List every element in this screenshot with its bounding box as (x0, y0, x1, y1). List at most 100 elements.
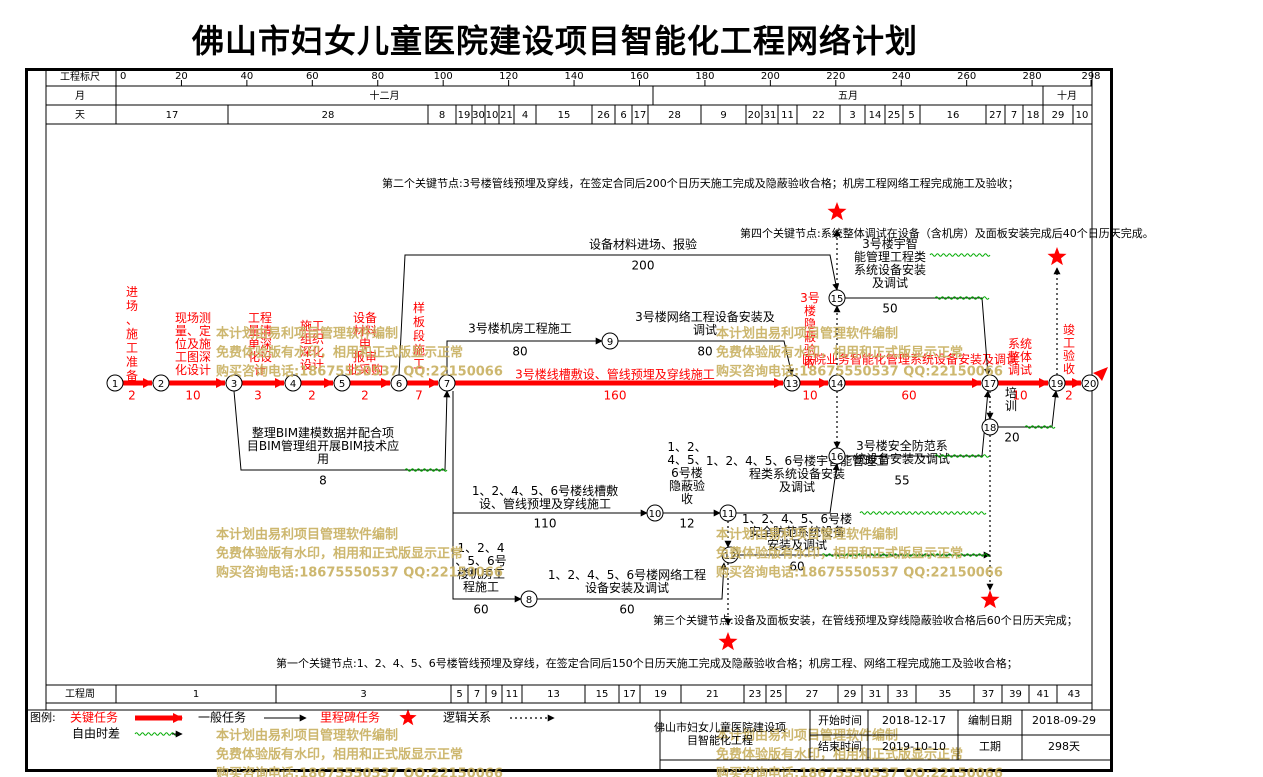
week-cell: 13 (547, 689, 560, 700)
legend-milestone-star (399, 709, 417, 726)
watermark-text: 购买咨询电话:18675550537 QQ:22150066 (216, 766, 503, 777)
char: 进 (126, 285, 138, 299)
day-cell: 27 (989, 110, 1002, 121)
day-cell: 14 (869, 110, 882, 121)
node-label-6: 6 (396, 379, 402, 390)
line: 统设备安装及调试 (854, 451, 950, 466)
milestone-text-2: 第二个关键节点:3号楼管线预埋及穿线，在签定合同后200个日历天施工完成及隐蔽验… (382, 176, 1019, 190)
task-label-t6-text: 样板段施工 (413, 300, 425, 371)
arrow-t16 (452, 513, 522, 603)
char: 施 (126, 327, 138, 341)
line: 量清 (248, 324, 272, 338)
arrow-t11 (233, 390, 451, 471)
watermark-text: 购买咨询电话:18675550537 QQ:22150066 (216, 364, 503, 380)
task-label-t13: 1、2、4、5、6号楼隐蔽验收 (667, 440, 706, 506)
node-label-17: 17 (984, 379, 997, 390)
arrow-t17 (537, 562, 728, 600)
line: 隐 (804, 317, 816, 331)
milestone-star-4 (1047, 247, 1067, 266)
duration-t1: 2 (128, 389, 136, 403)
watermark-text: 本计划由易利项目管理软件编制 (216, 527, 398, 543)
line: 训 (1005, 399, 1017, 413)
line: 申 (359, 337, 371, 351)
task-label-t20: 3号楼宇智能管理工程类系统设备安装及调试 (854, 236, 926, 290)
line: 及调试 (779, 479, 815, 494)
node-label-3: 3 (231, 379, 237, 390)
arrow-t20 (845, 297, 991, 376)
footer-end-value: 2019-10-10 (882, 740, 946, 753)
day-cell: 9 (720, 110, 726, 121)
task-label-t4: 施工组织深化设计 (300, 319, 324, 372)
node-label-20: 20 (1084, 379, 1097, 390)
week-cell: 39 (1009, 689, 1022, 700)
day-cell: 10 (486, 110, 499, 121)
scale-tick: 80 (371, 71, 384, 82)
line: 系统 (1008, 337, 1032, 351)
milestone-star-1 (980, 590, 1000, 609)
footer-project: 佛山市妇女儿童医院建设项目智能化工程 (654, 720, 786, 747)
duration-t2: 10 (185, 389, 200, 403)
float-t15 (821, 553, 991, 557)
line: 安全防范系统设备 (749, 524, 845, 539)
footer-start-value: 2018-12-17 (882, 714, 946, 727)
week-cell: 1 (193, 689, 199, 700)
task-label-t1-text: 进场、施工准备 (126, 285, 138, 383)
legend-milestone-label: 里程碑任务 (320, 710, 380, 725)
line: 目智能化工程 (687, 733, 753, 747)
day-cell: 11 (781, 110, 794, 121)
float-t23 (1024, 425, 1056, 429)
watermark-text: 免费体验版有水印，相用和正式版显示正常 (216, 546, 463, 562)
task-label-t19: 医院业务智能化管理系统设备安装及调试 (802, 352, 1018, 367)
day-cell: 10 (1076, 110, 1089, 121)
task-label-t12: 1、2、4、5、6号楼线槽敷设、管线预埋及穿线施工 (472, 483, 618, 511)
day-cell: 29 (1052, 110, 1065, 121)
scale-tick: 60 (306, 71, 319, 82)
week-cell: 3 (360, 689, 366, 700)
arrow-t21 (845, 390, 991, 457)
line: 楼机房工 (457, 566, 505, 581)
line: 1、2、4、5、6号楼网络工程 (548, 567, 706, 582)
line: 3号楼安全防范系 (856, 438, 948, 453)
node-10 (646, 504, 664, 522)
duration-t9: 80 (697, 345, 712, 359)
line: 验 (804, 342, 816, 357)
week-cell: 33 (896, 689, 909, 700)
line: 用 (317, 452, 329, 466)
task-label-t7: 3号楼线槽敷设、管线预埋及穿线施工 (515, 367, 715, 382)
line: 1、2、4 (458, 541, 505, 555)
task-label-t11: 整理BIM建模数据并配合项目BIM管理组开展BIM技术应用 (247, 425, 399, 466)
line: 计 (254, 363, 266, 377)
line: 施工 (300, 319, 324, 333)
duration-t17: 60 (619, 603, 634, 617)
line: 隐蔽验 (669, 478, 705, 493)
float-t14 (859, 511, 987, 515)
node-label-12: 12 (724, 551, 737, 562)
char: 工 (126, 341, 138, 355)
watermark-text: 本计划由易利项目管理软件编制 (716, 728, 898, 744)
line: 深化 (300, 345, 324, 359)
week-cell: 31 (869, 689, 882, 700)
legend-float-label: 自由时差 (72, 727, 120, 741)
float-t21 (934, 454, 990, 458)
month-cell: 五月 (838, 90, 858, 102)
week-cell: 35 (939, 689, 952, 700)
task-label-t15: 1、2、4、5、6号楼安全防范系统设备安装及调试 (742, 511, 852, 552)
line: 能管理工程类 (854, 249, 926, 264)
node-label-16: 16 (831, 452, 844, 463)
line: 收 (804, 356, 816, 370)
line: 设备安装及调试 (585, 580, 669, 595)
line: 收 (1063, 362, 1075, 376)
footer-made-value: 2018-09-29 (1032, 714, 1096, 727)
duration-t24: 2 (1065, 389, 1073, 403)
task-label-t9: 3号楼网络工程设备安装及调试 (635, 309, 775, 337)
node-5 (333, 374, 351, 392)
scale-tick: 220 (826, 71, 845, 82)
node-13 (783, 374, 801, 392)
duration-t5: 2 (361, 389, 369, 403)
node-14 (828, 374, 846, 392)
scale-row-label: 工程标尺 (60, 71, 100, 83)
line: 、5、6号 (455, 554, 506, 568)
month-row-label: 月 (75, 90, 85, 102)
watermark-text: 本计划由易利项目管理软件编制 (216, 728, 398, 744)
node-label-7: 7 (444, 379, 450, 390)
